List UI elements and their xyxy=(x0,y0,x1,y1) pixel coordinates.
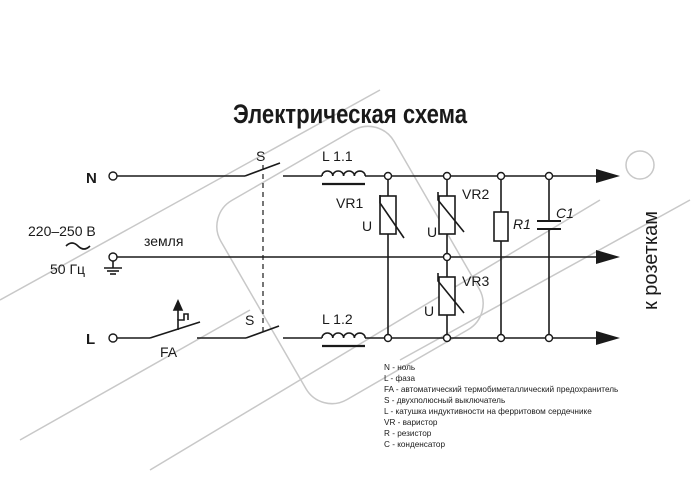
frequency-label: 50 Гц xyxy=(50,261,85,277)
inductor-bottom-label: L 1.2 xyxy=(322,311,353,327)
ground-label: земля xyxy=(144,233,183,249)
svg-text:R - резистор: R - резистор xyxy=(384,429,432,438)
capacitor-c1 xyxy=(537,220,561,230)
terminal-n-label: N xyxy=(86,170,97,187)
svg-text:L - фаза: L - фаза xyxy=(384,374,415,383)
vr2-label: VR2 xyxy=(462,186,489,202)
switch-bottom-label: S xyxy=(245,312,254,328)
neutral-line xyxy=(117,162,600,186)
switch-top-label: S xyxy=(256,148,265,164)
svg-text:L - катушка индуктивности на ф: L - катушка индуктивности на ферритовом … xyxy=(384,407,592,416)
varistor-vr1 xyxy=(379,195,405,239)
vr3-label: VR3 xyxy=(462,273,489,289)
title: Электрическая схема xyxy=(233,100,467,130)
fuse-arrow-icon xyxy=(172,299,184,311)
svg-text:S - двухполюсный выключатель: S - двухполюсный выключатель xyxy=(384,396,505,405)
resistor-r1 xyxy=(493,211,509,242)
phase-line xyxy=(117,310,600,348)
output-arrows xyxy=(596,169,620,345)
ac-wave-icon xyxy=(65,242,91,250)
output-label: к розеткам xyxy=(640,211,662,310)
vr1-u-label: U xyxy=(362,218,372,234)
svg-text:C - конденсатор: C - конденсатор xyxy=(384,440,445,449)
terminal-l-label: L xyxy=(86,331,95,348)
inductor-top-label: L 1.1 xyxy=(322,148,353,164)
r1-label: R1 xyxy=(513,216,531,232)
svg-text:N - ноль: N - ноль xyxy=(384,363,415,372)
legend: N - ноль L - фаза FA - автоматический те… xyxy=(384,363,618,449)
vr2-u-label: U xyxy=(427,224,437,240)
fuse-label: FA xyxy=(160,344,178,360)
nodes xyxy=(108,171,554,343)
c1-label: C1 xyxy=(556,205,574,221)
svg-text:Электрическая схема: Электрическая схема xyxy=(233,100,467,130)
varistor-vr2 xyxy=(437,192,465,235)
watermark-logo xyxy=(0,89,691,471)
inductor-l12 xyxy=(321,332,366,339)
voltage-label: 220–250 В xyxy=(28,223,96,239)
varistor-vr3 xyxy=(437,273,465,316)
vr3-u-label: U xyxy=(424,303,434,319)
vr1-label: VR1 xyxy=(336,195,363,211)
svg-text:FA - автоматический термобимет: FA - автоматический термобиметаллический… xyxy=(384,385,618,394)
svg-text:VR - варистор: VR - варистор xyxy=(384,418,438,427)
ground-line xyxy=(104,256,600,275)
inductor-l11 xyxy=(321,170,366,177)
